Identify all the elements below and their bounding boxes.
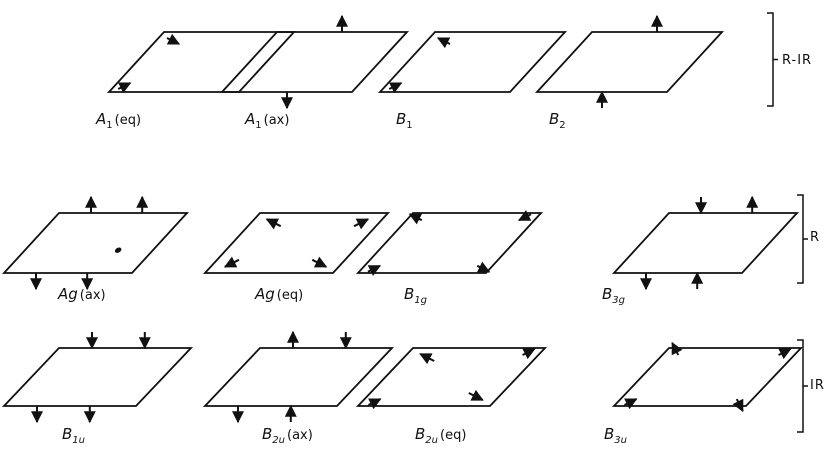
mode-subscript: 2u: [272, 435, 285, 446]
displacement-arrow: [436, 37, 451, 49]
mode-subscript: 1: [106, 120, 113, 131]
displacement-arrow: [732, 398, 744, 413]
mode-symbol: B: [404, 285, 415, 303]
parallelogram: [355, 347, 548, 407]
mode-symbol: Ag: [255, 285, 275, 303]
mode-label: B1g: [404, 287, 427, 306]
parallelogram: [219, 31, 410, 93]
mode-symbol: B: [62, 425, 73, 443]
mode-figure: [1, 195, 190, 291]
group-label: R-IR: [782, 53, 813, 68]
displacement-arrow: [265, 218, 282, 230]
mode-figure: [355, 210, 544, 276]
mode-symbol: Ag: [58, 285, 78, 303]
parallelogram: [1, 212, 190, 274]
mode-symbol: A: [96, 110, 107, 128]
mode-figure: [534, 14, 725, 108]
mode-label: B3u: [604, 427, 627, 446]
mode-figure: [611, 195, 800, 291]
mode-label: B1u: [62, 427, 85, 446]
mode-symbol: B: [549, 110, 560, 128]
displacement-arrow: [468, 389, 484, 401]
parallelogram: [377, 31, 568, 93]
mode-label: B3g: [602, 287, 625, 306]
displacement-arrow: [367, 264, 382, 276]
displacement-arrow: [419, 353, 435, 365]
mode-symbol: B: [602, 285, 613, 303]
group-bracket: [767, 12, 778, 107]
mode-figure: [355, 347, 548, 410]
mode-figure: [106, 31, 297, 94]
displacement-arrow: [367, 398, 382, 410]
displacement-arrow: [517, 210, 532, 222]
mode-symbol: A: [245, 110, 256, 128]
mode-label: Ag(ax): [58, 285, 106, 303]
displacement-arrow: [166, 33, 181, 45]
dot-mark: [114, 247, 122, 253]
displacement-arrow: [671, 341, 683, 356]
mode-figure: [1, 332, 194, 424]
parallelogram: [355, 212, 544, 274]
parallelogram: [534, 31, 725, 93]
displacement-arrow: [408, 213, 423, 225]
mode-label: A1(eq): [96, 112, 141, 131]
mode-subscript: 1u: [72, 435, 85, 446]
displacement-arrow: [778, 348, 792, 360]
mode-subscript: 2u: [425, 435, 438, 446]
mode-figure: [202, 330, 395, 424]
mode-suffix: (eq): [276, 288, 304, 303]
mode-label: B2: [549, 112, 566, 131]
group-label: IR: [810, 378, 825, 393]
mode-suffix: (ax): [287, 428, 313, 443]
mode-symbol: B: [604, 425, 615, 443]
mode-suffix: (ax): [263, 113, 290, 128]
mode-subscript: 1: [255, 120, 262, 131]
mode-label: B2u(eq): [415, 427, 466, 446]
mode-symbol: B: [415, 425, 426, 443]
parallelogram: [611, 347, 804, 407]
mode-suffix: (ax): [79, 288, 106, 303]
mode-suffix: (eq): [114, 113, 142, 128]
group-bracket: [797, 339, 808, 433]
displacement-arrow: [223, 256, 240, 268]
mode-label: B1: [396, 112, 413, 131]
mode-figure: [219, 14, 410, 110]
mode-label: B2u(ax): [262, 427, 313, 446]
mode-symbol: B: [396, 110, 407, 128]
displacement-arrow: [623, 398, 638, 410]
displacement-arrow: [117, 82, 132, 94]
group-label: R: [810, 230, 821, 245]
mode-figure: [202, 212, 391, 274]
parallelogram: [202, 212, 391, 274]
parallelogram: [106, 31, 297, 93]
mode-subscript: 3g: [612, 295, 626, 306]
mode-figure: [611, 341, 804, 413]
displacement-arrow: [311, 256, 328, 268]
group-bracket: [797, 194, 808, 284]
parallelogram: [202, 347, 395, 407]
mode-subscript: 3u: [614, 435, 627, 446]
parallelogram: [1, 347, 194, 407]
displacement-arrow: [353, 218, 370, 230]
mode-label: Ag(eq): [255, 285, 304, 303]
displacement-arrow: [522, 348, 536, 360]
mode-suffix: (eq): [440, 428, 467, 443]
mode-label: A1(ax): [245, 112, 289, 131]
displacement-arrow: [388, 82, 403, 94]
mode-figure: [377, 31, 568, 94]
mode-subscript: 1: [406, 120, 413, 131]
mode-subscript: 2: [559, 120, 566, 131]
mode-symbol: B: [262, 425, 273, 443]
parallelogram: [611, 212, 800, 274]
mode-subscript: 1g: [414, 295, 428, 306]
displacement-arrow: [476, 261, 491, 273]
